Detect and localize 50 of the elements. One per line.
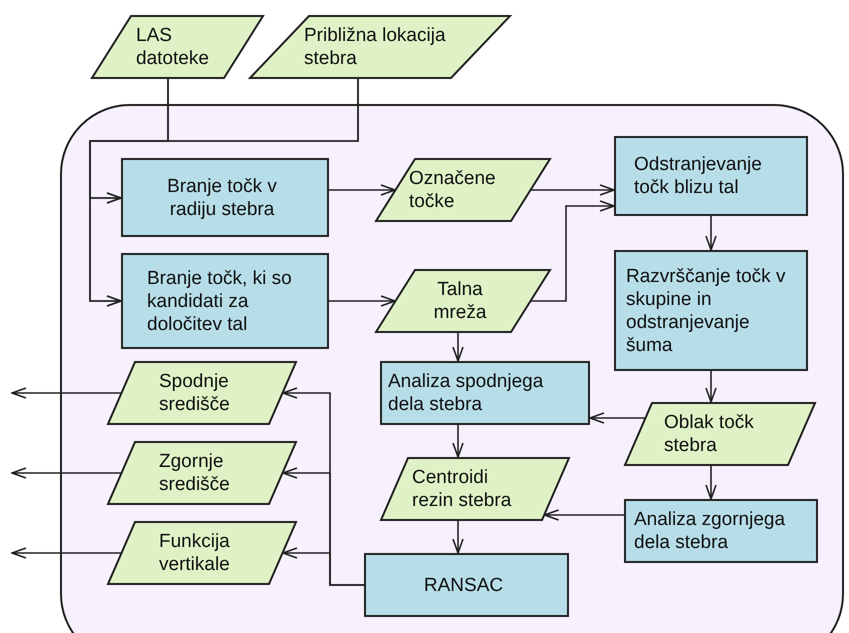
arrow bbox=[329, 295, 396, 307]
arrow bbox=[282, 547, 364, 586]
data-parallelogram bbox=[107, 361, 297, 425]
node-text: Analiza spodnjega dela stebra bbox=[388, 370, 544, 416]
data-parallelogram bbox=[624, 402, 816, 466]
node-text: Analiza zgornjega dela stebra bbox=[634, 508, 786, 554]
arrow bbox=[705, 216, 717, 251]
arrow bbox=[452, 333, 464, 362]
process-box bbox=[624, 499, 818, 563]
arrow bbox=[589, 412, 645, 424]
process-box bbox=[614, 250, 808, 371]
arrow bbox=[11, 547, 121, 559]
arrow bbox=[705, 466, 717, 500]
group-container bbox=[60, 104, 844, 633]
node-text: Spodnje središče bbox=[159, 370, 231, 416]
arrow bbox=[11, 467, 121, 479]
node-text: Funkcija vertikale bbox=[159, 530, 231, 576]
arrow bbox=[452, 521, 464, 554]
data-parallelogram bbox=[107, 521, 297, 585]
arrow bbox=[329, 184, 396, 196]
arrow bbox=[531, 184, 615, 196]
process-box bbox=[364, 553, 569, 617]
data-parallelogram bbox=[380, 457, 570, 521]
data-parallelogram bbox=[375, 158, 551, 222]
process-box bbox=[380, 361, 590, 425]
data-parallelogram bbox=[375, 269, 551, 333]
node-text: Zgornje središče bbox=[159, 450, 231, 496]
data-parallelogram bbox=[249, 15, 511, 79]
node-text: RANSAC bbox=[424, 574, 504, 596]
arrow bbox=[11, 387, 121, 399]
arrow bbox=[544, 509, 624, 521]
node-text: Branje točk, ki so kandidati za določitev tal bbox=[147, 266, 293, 336]
node-text: Približna lokacija stebra bbox=[304, 24, 447, 70]
process-box bbox=[121, 253, 329, 349]
node-text: Centroidi rezin stebra bbox=[412, 466, 512, 512]
process-box bbox=[614, 136, 808, 216]
node-text: LAS datoteke bbox=[136, 24, 210, 70]
node-text: Odstranjevanje točk blizu tal bbox=[634, 153, 763, 199]
arrow bbox=[89, 79, 359, 307]
arrow bbox=[531, 200, 615, 302]
arrow bbox=[452, 425, 464, 458]
arrow bbox=[705, 371, 717, 403]
node-text: Oblak točk stebra bbox=[664, 411, 755, 457]
data-parallelogram bbox=[107, 441, 297, 505]
data-parallelogram bbox=[91, 15, 264, 79]
node-text: Označene točke bbox=[409, 167, 497, 213]
node-text: Razvrščanje točk v skupine in odstranjevanje šuma bbox=[626, 264, 786, 356]
node-text: Branje točk v radiju stebra bbox=[166, 174, 278, 220]
process-box bbox=[121, 158, 329, 237]
node-text: Talna mreža bbox=[432, 278, 488, 324]
